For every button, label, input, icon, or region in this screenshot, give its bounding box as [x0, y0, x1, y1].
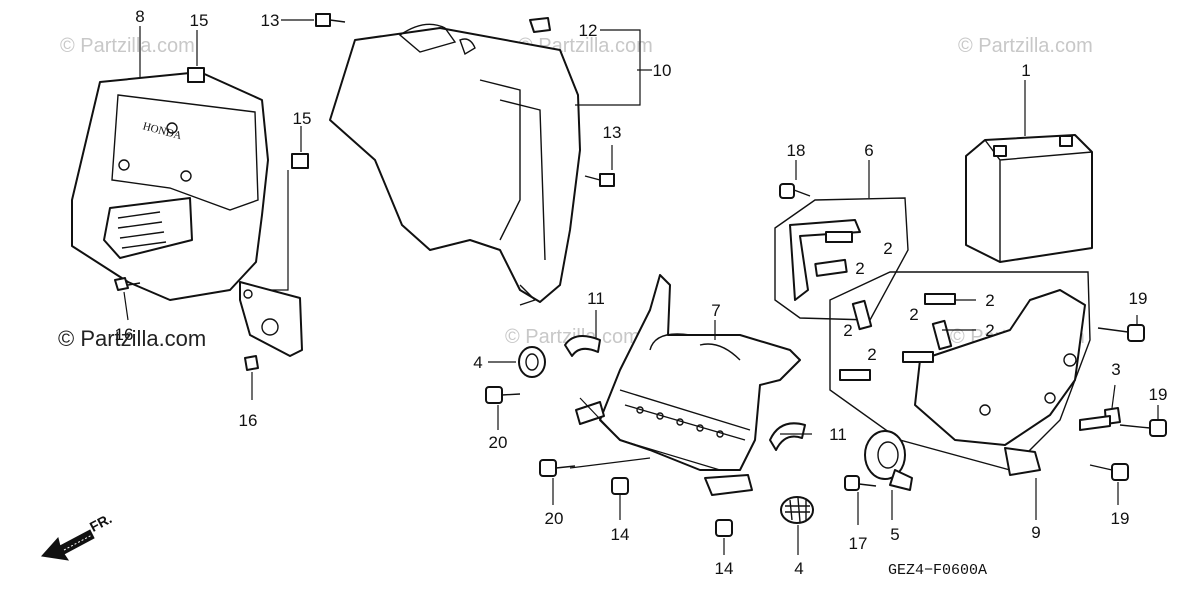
callout-label: 2 — [843, 321, 852, 340]
bolt-part[interactable] — [485, 386, 521, 404]
frame-stay-part[interactable] — [575, 274, 801, 496]
diagram-code: GEZ4−F0600A — [888, 562, 987, 579]
pad-part[interactable] — [851, 299, 873, 331]
callout-label: 19 — [1111, 509, 1130, 528]
pad-part[interactable] — [902, 351, 934, 363]
callout-label: 14 — [715, 559, 734, 578]
bolt-part[interactable] — [315, 13, 346, 27]
callout-label: 13 — [603, 123, 622, 142]
watermark: © Partzilla.com — [958, 35, 1093, 57]
bolt-part[interactable] — [1089, 463, 1129, 481]
callout-label: 20 — [545, 509, 564, 528]
callout-label: 8 — [135, 7, 144, 26]
cover-bracket-part[interactable] — [239, 281, 303, 357]
front-direction-arrow-icon — [41, 529, 95, 561]
callout-label: 2 — [883, 239, 892, 258]
clamp-part[interactable] — [564, 335, 601, 357]
callout-numbers: 8 15 13 15 12 10 13 1 6 18 2 2 2 2 2 2 2… — [115, 7, 1168, 578]
bolt-part[interactable] — [539, 459, 576, 477]
callout-label: 12 — [579, 21, 598, 40]
grommet-part[interactable] — [518, 346, 546, 378]
pad-part[interactable] — [924, 293, 956, 305]
callout-label: 17 — [849, 534, 868, 553]
washer-part[interactable] — [1079, 415, 1111, 431]
grommet-part[interactable] — [780, 496, 814, 524]
callout-label: 19 — [1149, 385, 1168, 404]
front-cover-part[interactable]: HONDA — [71, 71, 269, 301]
bracket-assembly-part[interactable] — [774, 197, 909, 321]
callout-label: 2 — [985, 321, 994, 340]
watermark-primary: © Partzilla.com — [58, 326, 206, 351]
horn-part[interactable] — [864, 430, 913, 491]
watermark: © Partzilla.com — [505, 326, 640, 348]
callout-label: 5 — [890, 525, 899, 544]
clip-nut-part[interactable] — [529, 17, 551, 33]
callout-label: 9 — [1031, 523, 1040, 542]
screw-part[interactable] — [114, 277, 141, 291]
callout-label: 15 — [190, 11, 209, 30]
pad-part[interactable] — [931, 319, 953, 351]
nut-part[interactable] — [611, 477, 629, 495]
clip-part[interactable] — [187, 67, 205, 83]
callout-label: 2 — [909, 305, 918, 324]
bolt-part[interactable] — [844, 475, 877, 491]
callout-label: 16 — [115, 325, 134, 344]
watermark: © Partzilla.com — [60, 35, 195, 57]
pad-part[interactable] — [839, 369, 871, 381]
callout-label: 19 — [1129, 289, 1148, 308]
callout-label: 11 — [587, 289, 605, 308]
callout-label: 3 — [1111, 360, 1120, 379]
callout-label: 20 — [489, 433, 508, 452]
nut-part[interactable] — [715, 519, 733, 537]
bolt-part[interactable] — [1097, 324, 1145, 342]
clamp-part[interactable] — [769, 422, 806, 451]
callout-label: 11 — [829, 425, 847, 444]
leader-lines — [123, 19, 1159, 555]
callout-label: 4 — [794, 559, 803, 578]
callout-label: 7 — [711, 301, 720, 320]
callout-label: 4 — [473, 353, 482, 372]
inner-cover-part[interactable] — [329, 23, 581, 306]
callout-label: 2 — [985, 291, 994, 310]
callout-label: 6 — [864, 141, 873, 160]
callout-label: 2 — [855, 259, 864, 278]
battery-part[interactable] — [965, 134, 1093, 263]
screw-part[interactable] — [244, 355, 259, 371]
callout-label: 1 — [1021, 61, 1030, 80]
callout-label: 16 — [239, 411, 258, 430]
bolt-part[interactable] — [779, 183, 811, 199]
callout-label: 18 — [787, 141, 806, 160]
callout-label: 13 — [261, 11, 280, 30]
bolt-part[interactable] — [1119, 419, 1167, 437]
callout-label: 2 — [867, 345, 876, 364]
callout-label: 14 — [611, 525, 630, 544]
callout-label: 15 — [293, 109, 312, 128]
callout-label: 10 — [653, 61, 672, 80]
bolt-part[interactable] — [584, 173, 615, 187]
clip-part[interactable] — [291, 153, 309, 169]
battery-holder-part[interactable] — [829, 271, 1091, 476]
